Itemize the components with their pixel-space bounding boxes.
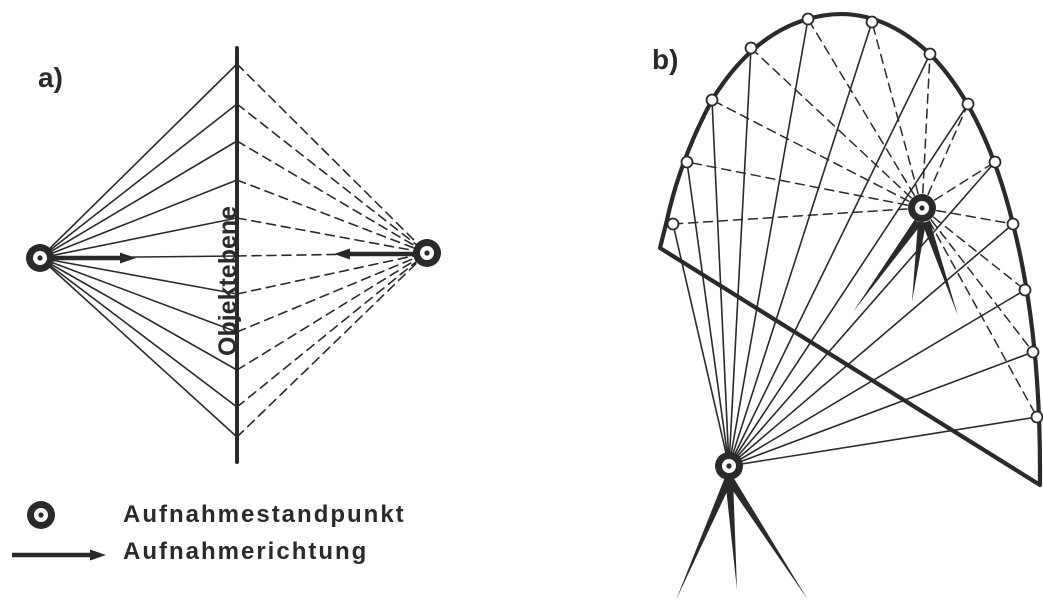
object-point-6 [865,15,879,29]
ray-dashed-a-7 [236,252,428,295]
ray-dashed-b-3 [711,99,923,209]
object-point-8 [961,97,975,111]
ray-dashed-b-13 [921,207,1038,418]
object-point-9 [988,155,1002,169]
ray-solid-b-2 [686,161,730,467]
object-point-5 [801,12,815,26]
arrow-icon-head [90,549,106,561]
ray-solid-a-1 [39,63,238,259]
tripod-leg-lower-2 [725,477,737,590]
ray-solid-b-10 [728,223,1014,467]
camera-station-icon-dot [38,512,44,518]
ray-solid-a-3 [39,140,238,259]
object-plane-label: Objektebene [214,205,242,356]
tripod-leg-upper-2 [912,221,926,302]
ray-dashed-b-9 [921,161,996,209]
direction-arrow-left [52,252,136,264]
ray-solid-b-11 [728,289,1026,467]
ray-dashed-a-3 [236,140,428,254]
ray-solid-b-8 [728,103,969,467]
camera-station-icon [27,501,55,529]
ray-dashed-b-11 [921,207,1026,291]
tripod-leg-lower-3 [725,475,808,600]
object-point-3 [705,93,719,107]
object-point-2 [680,155,694,169]
ray-solid-a-4 [39,179,238,259]
panel-a-diagram [26,46,441,464]
object-point-10 [1006,217,1020,231]
arrow-icon [12,549,106,561]
ray-dashed-b-5 [807,18,923,209]
station-a-right-icon-dot [424,250,430,256]
object-boundary [657,11,1043,488]
ray-solid-a-5 [39,217,238,259]
ray-solid-b-9 [728,161,996,467]
ray-solid-b-3 [711,99,730,467]
direction-arrow-right [334,248,416,260]
legend [12,501,106,561]
ray-solid-b-13 [728,416,1038,467]
ray-dashed-b-7 [921,53,931,209]
station-b-lower-icon [715,452,743,480]
legend-direction-text: Aufnahmerichtung [123,538,369,565]
ray-solid-b-12 [728,351,1034,467]
object-point-12 [1026,345,1040,359]
ray-solid-a-9 [39,257,238,371]
station-b-upper-icon-dot [919,205,925,211]
tripod-leg-upper-1 [853,219,922,312]
object-point-4 [744,41,758,55]
ray-solid-a-10 [39,257,238,408]
ray-dashed-a-9 [236,252,428,371]
station-a-right-icon [413,239,441,267]
ray-dashed-a-4 [236,179,428,254]
ray-dashed-a-1 [236,63,428,254]
ray-dashed-a-11 [236,252,428,438]
object-point-13 [1030,410,1043,424]
ray-dashed-b-10 [921,207,1014,225]
ray-dashed-a-8 [236,252,428,333]
object-point-7 [923,47,937,61]
direction-arrow-right-head [334,248,350,260]
ray-dashed-b-2 [686,161,923,209]
object-point-11 [1018,283,1032,297]
ray-solid-a-11 [39,257,238,438]
ray-solid-b-7 [728,53,931,467]
legend-station-text: Aufnahmestandpunkt [123,501,406,528]
ray-dashed-b-6 [871,21,923,209]
ray-dashed-b-1 [672,207,923,225]
direction-arrow-left-head [120,252,136,264]
ray-dashed-b-8 [921,103,969,209]
ray-solid-b-1 [672,223,730,467]
ray-solid-b-5 [728,18,809,467]
station-b-upper-icon [908,194,936,222]
ray-solid-a-7 [39,257,238,295]
station-b-lower-icon-dot [726,463,732,469]
ray-solid-a-2 [39,103,238,259]
panel-b-label: b) [652,44,679,75]
ray-dashed-a-2 [236,103,428,254]
ray-solid-b-6 [728,21,873,467]
tripod-leg-lower-1 [676,476,733,600]
ray-dashed-a-10 [236,252,428,408]
tripod-leg-upper-3 [922,220,958,316]
ray-dashed-b-4 [750,47,923,209]
object-point-1 [666,217,680,231]
panel-b-diagram [657,11,1043,600]
ray-dashed-b-12 [921,207,1034,353]
ray-dashed-a-5 [236,217,428,254]
panel-a-label: a) [38,62,63,93]
station-a-left-icon-dot [37,255,43,261]
station-a-left-icon [26,244,54,272]
ray-solid-a-8 [39,257,238,333]
